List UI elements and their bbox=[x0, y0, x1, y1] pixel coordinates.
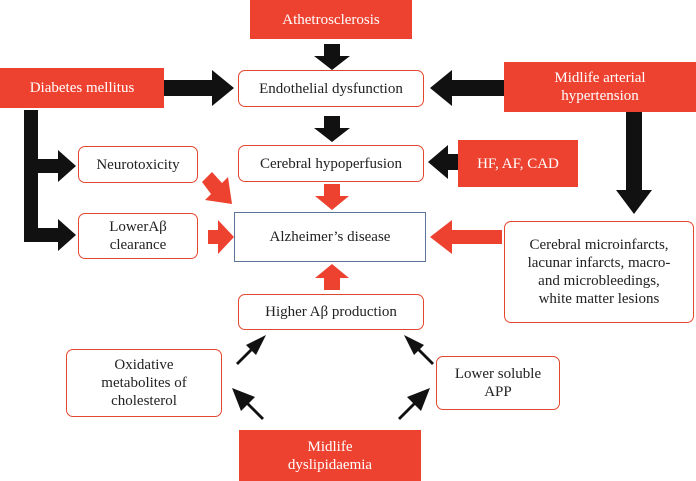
arrow-production-to-alzheimers bbox=[315, 264, 349, 290]
node-hypoperfusion-label: Cerebral hypoperfusion bbox=[259, 155, 403, 172]
node-diabetes-label: Diabetes mellitus bbox=[29, 80, 135, 96]
arrow-oxidative-to-higher-production bbox=[236, 335, 266, 365]
arrow-endothelial-to-hypoperfusion bbox=[314, 116, 350, 142]
node-neurotoxicity-label: Neurotoxicity bbox=[96, 156, 180, 173]
arrow-dyslipidaemia-to-oxidative bbox=[232, 388, 264, 420]
node-hypertension: Midlife arterial hypertension bbox=[504, 62, 696, 112]
node-microinfarcts-label: Cerebral microinfarcts, lacunar infarcts… bbox=[527, 237, 671, 307]
node-microinfarcts: Cerebral microinfarcts, lacunar infarcts… bbox=[504, 221, 694, 323]
arrow-clearance-to-alzheimers bbox=[208, 220, 234, 254]
node-alzheimers: Alzheimer’s disease bbox=[234, 212, 426, 262]
node-soluble-app: Lower soluble APP bbox=[436, 356, 560, 410]
arrow-dyslipidaemia-to-soluble bbox=[398, 388, 430, 420]
arrow-soluble-to-higher-production bbox=[404, 335, 434, 365]
node-oxidative-label: Oxidative metabolites of cholesterol bbox=[101, 357, 187, 409]
node-atherosclerosis-label: Athetrosclerosis bbox=[282, 11, 380, 28]
node-atherosclerosis: Athetrosclerosis bbox=[250, 0, 412, 39]
arrow-athero-to-endothelial bbox=[314, 44, 350, 70]
node-lower-clearance-label: LowerAβ clearance bbox=[109, 219, 167, 253]
node-alzheimers-label: Alzheimer’s disease bbox=[269, 229, 391, 245]
node-endothelial-label: Endothelial dysfunction bbox=[259, 80, 403, 97]
node-cardiac: HF, AF, CAD bbox=[458, 140, 578, 187]
arrow-diabetes-branch bbox=[24, 110, 76, 251]
node-higher-production-label: Higher Aβ production bbox=[265, 304, 397, 320]
arrow-cardiac-to-hypoperfusion bbox=[428, 145, 458, 179]
node-cardiac-label: HF, AF, CAD bbox=[477, 155, 559, 172]
node-dyslipidaemia: Midlife dyslipidaemia bbox=[239, 430, 421, 481]
node-endothelial: Endothelial dysfunction bbox=[238, 70, 424, 107]
arrow-neurotoxicity-to-alzheimers bbox=[202, 172, 232, 204]
node-lower-clearance: LowerAβ clearance bbox=[78, 213, 198, 259]
node-hypoperfusion: Cerebral hypoperfusion bbox=[238, 145, 424, 182]
arrow-hypertension-to-microinfarcts bbox=[616, 112, 652, 214]
node-hypertension-label: Midlife arterial hypertension bbox=[554, 70, 646, 104]
arrow-hypoperfusion-to-alzheimers bbox=[315, 184, 349, 210]
node-soluble-app-label: Lower soluble APP bbox=[454, 366, 542, 400]
arrow-diabetes-to-endothelial bbox=[164, 70, 234, 106]
node-higher-production: Higher Aβ production bbox=[238, 294, 424, 330]
node-dyslipidaemia-label: Midlife dyslipidaemia bbox=[287, 438, 373, 473]
arrow-microinfarcts-to-alzheimers bbox=[430, 220, 502, 254]
node-oxidative: Oxidative metabolites of cholesterol bbox=[66, 349, 222, 417]
node-diabetes: Diabetes mellitus bbox=[0, 68, 164, 108]
node-neurotoxicity: Neurotoxicity bbox=[78, 146, 198, 183]
arrow-hypertension-to-endothelial bbox=[430, 70, 504, 106]
